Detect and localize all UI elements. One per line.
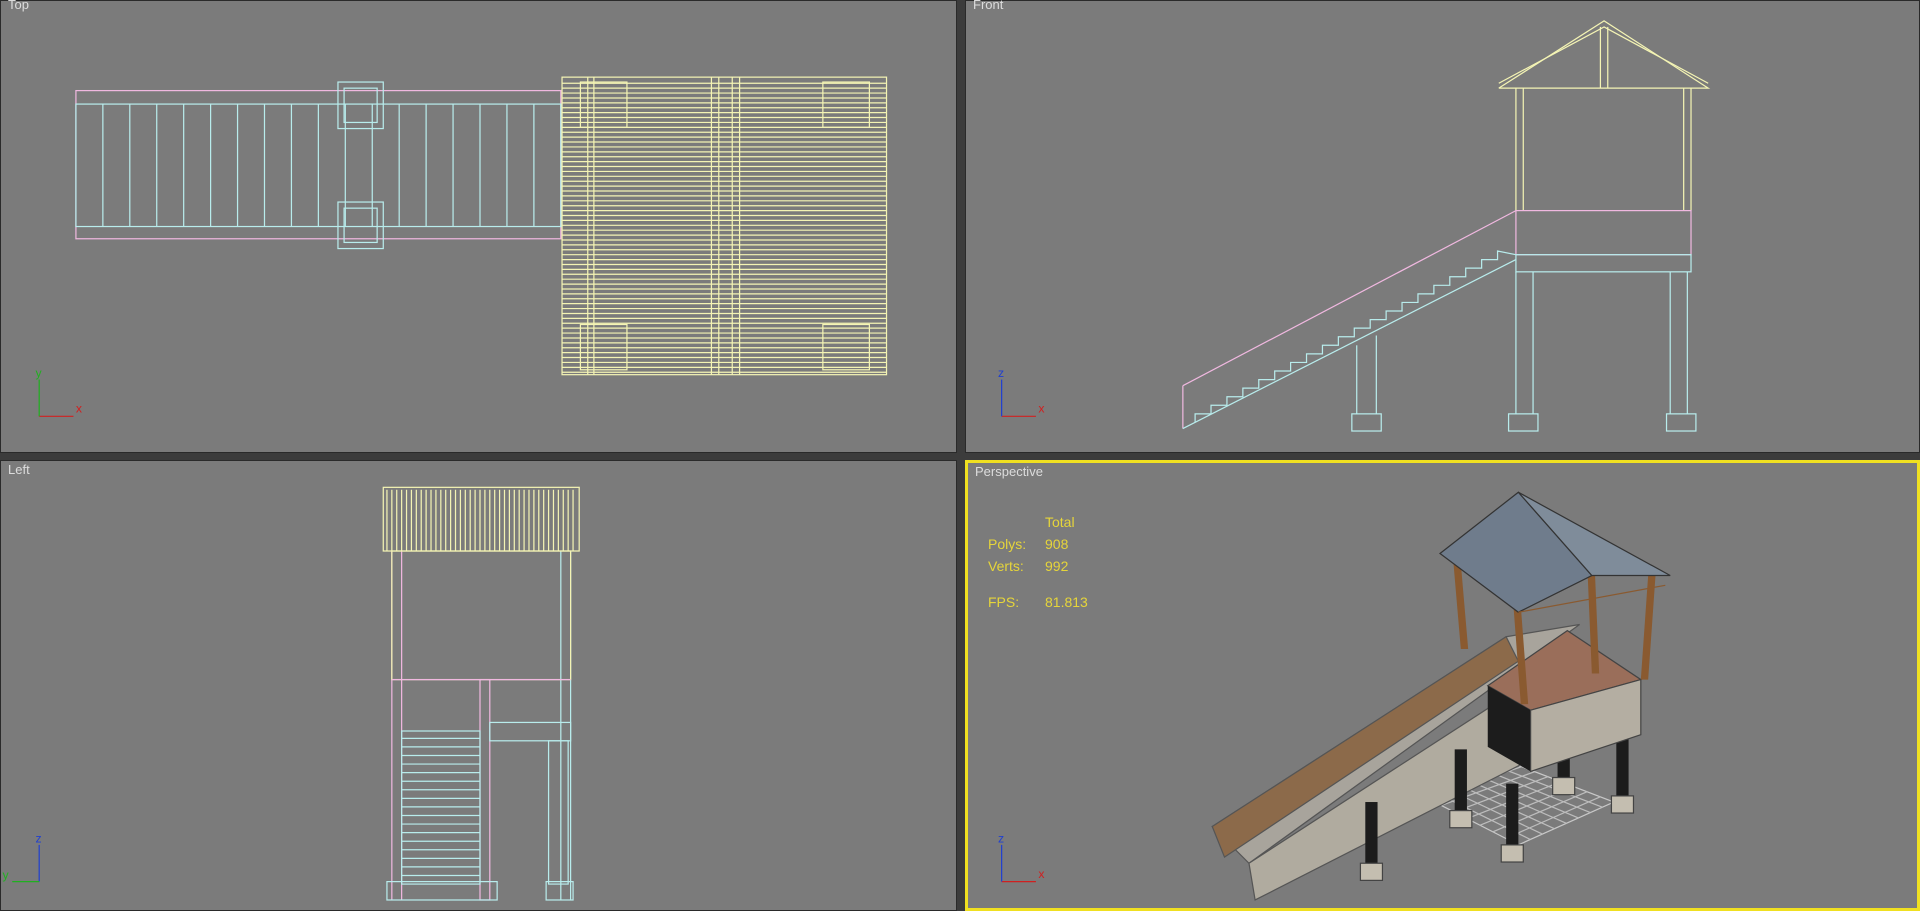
viewport-label-left[interactable]: Left bbox=[8, 462, 30, 477]
stats-header: Total bbox=[1045, 514, 1075, 530]
viewport-left[interactable]: Left bbox=[0, 460, 957, 911]
viewport-top[interactable]: Top bbox=[0, 0, 957, 453]
viewport-label-front[interactable]: Front bbox=[973, 0, 1004, 12]
polys-value: 908 bbox=[1045, 536, 1069, 552]
fps-value: 81.813 bbox=[1045, 594, 1088, 610]
fps-label: FPS: bbox=[988, 594, 1020, 610]
verts-label: Verts: bbox=[988, 558, 1024, 574]
statistics-overlay: Total Polys: 908 Verts: 992 FPS: 81.813 bbox=[988, 511, 1088, 613]
viewport-label-top[interactable]: Top bbox=[8, 0, 29, 12]
verts-value: 992 bbox=[1045, 558, 1069, 574]
polys-label: Polys: bbox=[988, 536, 1027, 552]
viewport-front[interactable]: Front bbox=[965, 0, 1920, 453]
viewport-label-perspective[interactable]: Perspective bbox=[975, 464, 1043, 479]
viewport-perspective[interactable]: Perspective Total Polys: 908 Verts: 992 FP… bbox=[965, 460, 1920, 911]
